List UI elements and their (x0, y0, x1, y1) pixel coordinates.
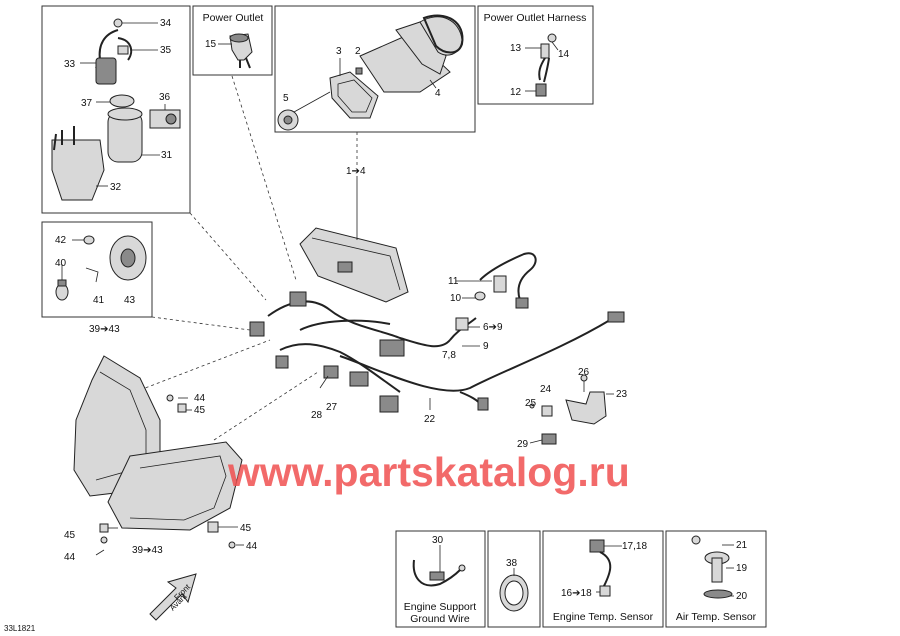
callout-15: 15 (205, 39, 217, 50)
callout-23: 23 (616, 389, 628, 400)
headlight-right (95, 441, 244, 556)
callout-45-left: 45 (64, 530, 76, 541)
callout-14: 14 (558, 49, 570, 60)
callout-4: 4 (435, 88, 441, 99)
inset-box-power-outlet (192, 5, 273, 76)
ground-wire (412, 545, 466, 587)
callout-45-top: 45 (194, 405, 206, 416)
inset-box-power-outlet-harness (477, 5, 594, 105)
inset-title-engine-temp-sensor: Engine Temp. Sensor (553, 611, 654, 623)
callout-25: 25 (525, 398, 537, 409)
callout-19: 19 (736, 563, 748, 574)
callout-45-right: 45 (240, 523, 252, 534)
callout-6-9: 6➔9 (483, 322, 503, 333)
callout-39-43-top: 39➔43 (89, 324, 120, 335)
callout-41: 41 (93, 295, 105, 306)
callout-2: 2 (355, 46, 361, 57)
callout-32: 32 (110, 182, 122, 193)
main-gauge (299, 227, 409, 303)
gauge-cluster-parts (277, 14, 464, 131)
air-temp-sensor (691, 535, 734, 599)
engine-temp-sensor (589, 539, 622, 597)
sensor-bracket (529, 374, 614, 445)
inset-box-ground-wire (395, 530, 486, 628)
inset-title-power-outlet-harness: Power Outlet Harness (484, 12, 587, 24)
callout-42: 42 (55, 235, 67, 246)
inset-box-engine-temp-sensor (542, 530, 664, 628)
callout-35: 35 (160, 45, 172, 56)
callout-12: 12 (510, 87, 522, 98)
power-outlet (218, 33, 253, 69)
callout-43: 43 (124, 295, 136, 306)
grommet (499, 568, 529, 612)
callout-22: 22 (424, 414, 436, 425)
callout-31: 31 (161, 150, 173, 161)
callout-38: 38 (506, 558, 518, 569)
power-outlet-harness (525, 33, 559, 97)
inset-box-grommet (487, 530, 541, 628)
callout-11: 11 (448, 276, 459, 287)
callout-30: 30 (432, 535, 444, 546)
headlight-bulb-parts (55, 235, 147, 301)
inset-title-ground-wire-line2: Ground Wire (410, 613, 470, 625)
front-direction-arrow: Front Avant (149, 573, 197, 621)
callout-34: 34 (160, 18, 172, 29)
inset-box-coil (41, 5, 191, 214)
callout-13: 13 (510, 43, 522, 54)
ignition-coil-assembly (51, 18, 181, 201)
callout-26: 26 (578, 367, 590, 378)
callout-33: 33 (64, 59, 76, 70)
callout-3: 3 (336, 46, 342, 57)
watermark-text: www.partskatalog.ru (227, 449, 630, 495)
inset-box-headlight-bulb (41, 221, 153, 318)
callout-24: 24 (540, 384, 552, 395)
inset-title-ground-wire-line1: Engine Support (404, 601, 476, 613)
callout-28: 28 (311, 410, 323, 421)
callout-1-4: 1➔4 (346, 166, 366, 177)
callout-27: 27 (326, 402, 338, 413)
callout-10: 10 (450, 293, 462, 304)
callout-37: 37 (81, 98, 93, 109)
drawing-reference: 33L1821 (4, 624, 36, 633)
callout-5: 5 (283, 93, 289, 104)
callout-17-18: 17,18 (622, 541, 647, 552)
inset-title-air-temp-sensor: Air Temp. Sensor (676, 611, 757, 623)
callout-36: 36 (159, 92, 171, 103)
inset-box-air-temp-sensor (665, 530, 767, 628)
callout-16-18: 16➔18 (561, 588, 592, 599)
callout-21: 21 (736, 540, 748, 551)
callout-44-right: 44 (246, 541, 258, 552)
callout-7-8: 7,8 (442, 350, 456, 361)
callout-29: 29 (517, 439, 529, 450)
callout-9: 9 (483, 341, 489, 352)
callout-44-top: 44 (194, 393, 206, 404)
callout-20: 20 (736, 591, 748, 602)
callout-44-left: 44 (64, 552, 76, 563)
inset-title-power-outlet: Power Outlet (203, 12, 264, 24)
callout-40: 40 (55, 258, 67, 269)
callout-39-43-bottom: 39➔43 (132, 545, 163, 556)
inset-box-gauge (274, 5, 476, 133)
main-wiring-harness (249, 252, 625, 413)
